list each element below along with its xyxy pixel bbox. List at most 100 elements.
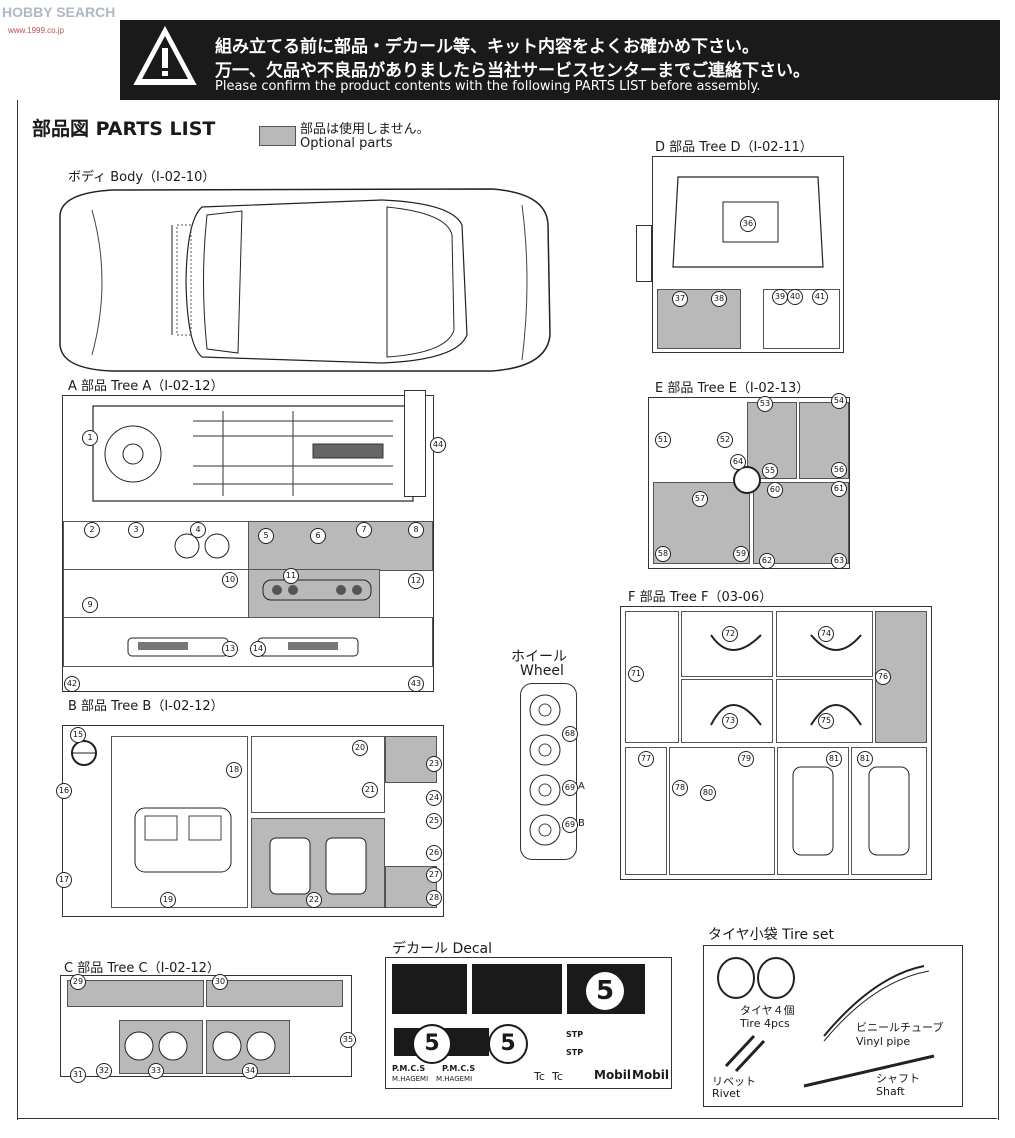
- decal-stripe-2: [472, 964, 562, 1014]
- tree-a-label: A 部品 Tree A（I-02-12）: [68, 379, 224, 394]
- part-20: 20: [352, 740, 368, 756]
- part-41: 41: [812, 289, 828, 305]
- interior-tub-drawing: [672, 176, 824, 268]
- rivet-label-en: Rivet: [712, 1087, 741, 1100]
- decal-number-1: 5: [412, 1024, 452, 1064]
- tree-f-frame: [620, 606, 932, 880]
- chassis-drawing: [92, 405, 414, 502]
- part-33: 33: [148, 1063, 164, 1079]
- part-59: 59: [733, 546, 749, 562]
- tree-a-rod: [404, 390, 426, 497]
- part-26: 26: [426, 845, 442, 861]
- watermark-logo: HOBBY SEARCH: [2, 4, 116, 20]
- part-79: 79: [738, 751, 754, 767]
- part-8: 8: [408, 522, 424, 538]
- tire-set-label: タイヤ小袋 Tire set: [708, 927, 834, 943]
- part-74: 74: [818, 626, 834, 642]
- tree-f-cell-3: [776, 611, 873, 677]
- part-81-a: 81: [826, 751, 842, 767]
- part-9: 9: [82, 597, 98, 613]
- tree-f-cell-2: [681, 611, 773, 677]
- decal-hagemi-1: M.HAGEMI: [392, 1075, 429, 1083]
- fender-flares-drawing: [710, 634, 862, 726]
- tree-f-label: F 部品 Tree F（03-06）: [628, 590, 773, 605]
- part-11: 11: [283, 568, 299, 584]
- page-title: 部品図 PARTS LIST: [32, 118, 216, 140]
- warning-icon: [133, 25, 197, 85]
- part-10: 10: [222, 572, 238, 588]
- part-30: 30: [212, 974, 228, 990]
- part-12: 12: [408, 573, 424, 589]
- part-3: 3: [128, 522, 144, 538]
- tree-e-cell-2: [799, 402, 849, 479]
- part-32: 32: [96, 1063, 112, 1079]
- seats-f-drawing: [792, 766, 910, 856]
- part-44: 44: [430, 437, 446, 453]
- warning-banner: [120, 20, 1000, 100]
- part-28: 28: [426, 890, 442, 906]
- rivet-label-jp: リベット: [712, 1075, 756, 1088]
- part-76: 76: [875, 669, 891, 685]
- tree-d-label: D 部品 Tree D（I-02-11）: [655, 140, 813, 155]
- part-40: 40: [787, 289, 803, 305]
- part-54: 54: [831, 393, 847, 409]
- tire-label-en: Tire 4pcs: [740, 1017, 790, 1030]
- footer-rule: [17, 1118, 997, 1119]
- wheel-suffix-a: A: [578, 781, 585, 792]
- banner-line-3: Please confirm the product contents with…: [215, 79, 761, 94]
- part-42: 42: [64, 676, 80, 692]
- tree-d-tab: [636, 225, 652, 282]
- part-38: 38: [711, 291, 727, 307]
- part-29: 29: [70, 974, 86, 990]
- part-25: 25: [426, 813, 442, 829]
- tree-c-frame: [60, 975, 352, 1077]
- tree-f-cell-10: [851, 747, 927, 875]
- part-63: 63: [831, 553, 847, 569]
- tree-c-cell-2: [206, 980, 343, 1007]
- decal-stripe-1: [392, 964, 467, 1014]
- body-label: ボディ Body（I-02-10）: [68, 170, 216, 185]
- part-81-b: 81: [857, 751, 873, 767]
- part-57: 57: [692, 491, 708, 507]
- part-6: 6: [310, 528, 326, 544]
- decal-number-2: 5: [488, 1024, 528, 1064]
- grille-drawing: [262, 579, 372, 601]
- tree-f-cell-4: [681, 679, 773, 743]
- part-17: 17: [56, 872, 72, 888]
- decal-pmcs-2: P.M.C.S: [442, 1064, 476, 1073]
- part-78: 78: [672, 780, 688, 796]
- part-21: 21: [362, 782, 378, 798]
- part-4: 4: [190, 522, 206, 538]
- tree-f-cell-8: [669, 747, 775, 875]
- part-52: 52: [717, 432, 733, 448]
- banner-line-2: 万一、欠品や不良品がありましたら当社サービスセンターまでご連絡下さい。: [215, 61, 810, 81]
- decal-mobil-2: Mobil: [632, 1068, 670, 1082]
- part-69-a: 69: [562, 780, 578, 796]
- vinyl-label-jp: ビニールチューブ: [856, 1021, 944, 1034]
- bucket-seats-drawing: [269, 837, 367, 895]
- decal-stp-1: STP: [566, 1030, 584, 1039]
- part-31: 31: [70, 1067, 86, 1083]
- legend-en: Optional parts: [300, 136, 393, 151]
- decal-tc-1: Tc: [534, 1070, 545, 1083]
- tree-f-cell-9: [777, 747, 849, 875]
- part-16: 16: [56, 783, 72, 799]
- tire-set-drawing: [717, 957, 935, 1088]
- part-60: 60: [767, 482, 783, 498]
- tree-d-cell-1: [657, 289, 741, 349]
- part-53: 53: [757, 396, 773, 412]
- decal-stp-2: STP: [566, 1048, 584, 1057]
- bumper-drawing: [127, 637, 359, 657]
- part-13: 13: [222, 641, 238, 657]
- tree-a-cell-2: [248, 521, 433, 571]
- part-61: 61: [831, 481, 847, 497]
- tree-e-label: E 部品 Tree E（I-02-13）: [655, 381, 810, 396]
- wheels-c-drawing: [124, 1031, 276, 1061]
- body-drawing: [59, 188, 551, 372]
- part-22: 22: [306, 892, 322, 908]
- wheels-drawing: [529, 694, 561, 846]
- tire-set-box: タイヤ４個 Tire 4pcs ビニールチューブ Vinyl pipe リベット…: [703, 945, 963, 1107]
- decal-sheet: 5 5 5 P.M.C.S P.M.C.S M.HAGEMI M.HAGEMI …: [385, 957, 672, 1089]
- decal-tc-2: Tc: [552, 1070, 563, 1083]
- part-37: 37: [672, 291, 688, 307]
